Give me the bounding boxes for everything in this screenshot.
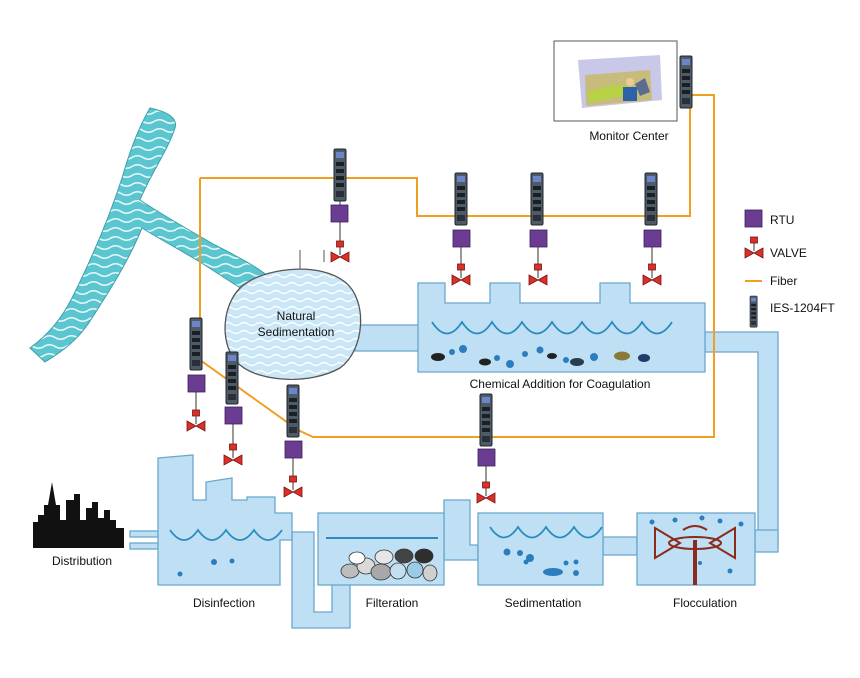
river: [29, 107, 273, 363]
station-left-a: [186, 317, 206, 432]
legend-rtu: RTU: [744, 209, 794, 228]
outlet-pipe-1: [129, 530, 159, 538]
valve-icon: [476, 481, 496, 504]
wave-line: [431, 320, 673, 335]
valve-icon: [283, 475, 303, 498]
legend-switch-label: IES-1204FT: [770, 301, 835, 315]
pipe-sedim-to-chemical: [354, 324, 426, 352]
filteration-label: Filteration: [366, 596, 419, 610]
valve-icon: [528, 263, 548, 286]
valve-icon: [186, 409, 206, 432]
valve-icon: [451, 263, 471, 286]
flocculation-tank: Flocculation: [636, 512, 756, 610]
valve-icon: [223, 443, 243, 466]
rtu-square-icon: [330, 204, 349, 223]
pipe-into-flocculation: [754, 529, 779, 553]
switch-icon: [644, 172, 658, 226]
rtu-square-icon: [744, 209, 763, 228]
filter-media: [340, 548, 438, 582]
rtu-square-icon: [643, 229, 662, 248]
fiber-loop: [199, 94, 715, 438]
station-left-c: [283, 384, 303, 498]
wave-line: [489, 525, 603, 539]
legend-fiber: Fiber: [745, 274, 797, 288]
legend-rtu-label: RTU: [770, 213, 794, 227]
valve-icon: [330, 240, 350, 263]
outlet-pipe-2: [129, 542, 159, 550]
legend-switch: IES-1204FT: [749, 295, 835, 328]
flocculation-label: Flocculation: [673, 596, 737, 610]
pipe-sedimentation-to-filteration: [443, 499, 479, 561]
switch-icon: [530, 172, 544, 226]
control-room-icon: [578, 55, 662, 108]
station-chemical-3: [642, 172, 662, 286]
chemical-addition-tank: Chemical Addition for Coagulation: [417, 282, 706, 391]
fiber-network: [199, 94, 715, 438]
sedimentation-label: Sedimentation: [505, 596, 582, 610]
switch-icon: [286, 384, 300, 438]
flocculator-paddle-icon: [654, 525, 736, 585]
monitor-center-label: Monitor Center: [589, 129, 668, 143]
rtu-square-icon: [284, 440, 303, 459]
disinfection-label: Disinfection: [193, 596, 255, 610]
legend-valve-label: VALVE: [770, 246, 807, 260]
city-skyline-icon: [33, 482, 124, 548]
switch-icon: [479, 393, 493, 447]
disinfection-tank: Disinfection: [157, 454, 293, 610]
rtu-square-icon: [187, 374, 206, 393]
wave-line: [169, 528, 283, 541]
station-chemical-1: [451, 172, 471, 286]
natural-sedimentation-basin: Natural Sedimentation: [224, 250, 362, 380]
coagulant-particles: [431, 345, 650, 368]
sedimentation-tank: Sedimentation: [477, 512, 604, 610]
valve-icon: [642, 263, 662, 286]
natural-sedimentation-label-1: Natural: [277, 309, 316, 323]
rtu-square-icon: [452, 229, 471, 248]
switch-icon: [189, 317, 203, 371]
filteration-tank: Filteration: [317, 512, 445, 610]
legend-valve: VALVE: [744, 236, 807, 260]
switch-icon: [225, 351, 239, 405]
legend-fiber-label: Fiber: [770, 274, 797, 288]
field-devices: [186, 148, 662, 504]
rtu-square-icon: [477, 448, 496, 467]
valve-icon: [744, 236, 764, 259]
station-sedimentation: [476, 393, 496, 504]
station-left-b: [223, 351, 243, 466]
distribution-label: Distribution: [52, 554, 112, 568]
natural-sedimentation-label-2: Sedimentation: [258, 325, 335, 339]
switch-monitor-center: [679, 55, 693, 109]
station-natural-sedimentation: [330, 148, 350, 263]
pipe-flocculation-to-sedimentation: [602, 536, 638, 556]
industrial-ethernet-switch-icon: [749, 295, 758, 328]
chemical-addition-label: Chemical Addition for Coagulation: [470, 377, 651, 391]
monitor-center: Monitor Center: [553, 40, 693, 143]
legend: RTU VALVE Fiber IES-1204FT: [744, 209, 835, 328]
rtu-square-icon: [224, 406, 243, 425]
switch-icon: [454, 172, 468, 226]
station-chemical-2: [528, 172, 548, 286]
rtu-square-icon: [529, 229, 548, 248]
switch-icon: [333, 148, 347, 202]
